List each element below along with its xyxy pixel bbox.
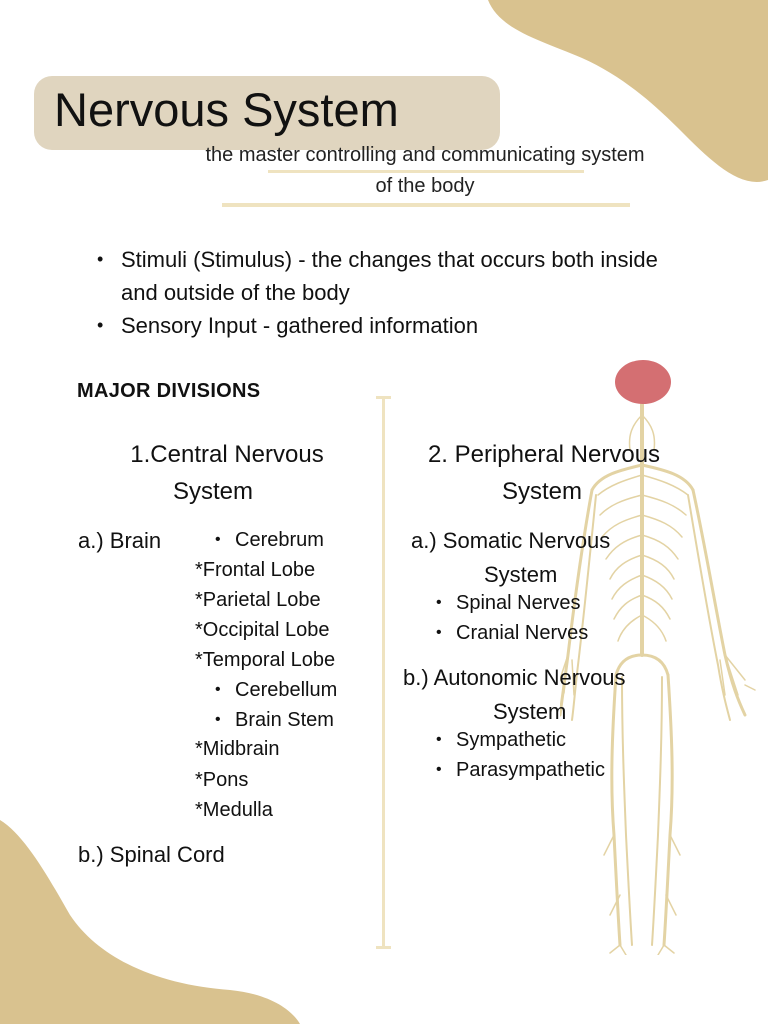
brain-item-pons: *Pons [195,769,249,791]
page-subtitle: the master controlling and communicating… [205,144,645,197]
brain-item-frontal-lobe: *Frontal Lobe [195,559,316,581]
brain-item-midbrain: *Midbrain [195,738,280,760]
pns-heading-line2: System [501,478,582,505]
somatic-item-spinal-nerves: Spinal Nerves [436,588,580,618]
cns-heading-line2: System [172,478,253,505]
pns-heading-line1: 2. Peripheral Nervous [427,441,661,468]
autonomic-heading: b.) Autonomic Nervous [403,665,626,690]
page-title: Nervous System [54,83,399,136]
cns-heading-line1: 1.Central Nervous [130,441,324,468]
brain-item-cerebellum: Cerebellum [215,675,337,705]
spinal-cord-label: b.) Spinal Cord [78,842,225,867]
autonomic-item-sympathetic: Sympathetic [436,725,566,755]
somatic-item-cranial-nerves: Cranial Nerves [436,618,588,648]
brain-item-cerebrum: Cerebrum [215,525,324,555]
autonomic-heading-line2: System [493,699,567,724]
brain-item-temporal-lobe: *Temporal Lobe [195,649,336,671]
column-divider [376,396,391,949]
title-highlight [34,76,500,150]
brain-icon [615,360,671,404]
brain-item-brain-stem: Brain Stem [215,705,334,735]
definition-list: Stimuli (Stimulus) - the changes that oc… [97,243,697,342]
nervous-system-figure-icon [560,360,756,955]
decorative-blob-bottom-left [0,820,300,1024]
subtitle-underline [268,170,584,173]
definition-sensory-input: Sensory Input - gathered information [97,309,697,342]
brain-item-occipital-lobe: *Occipital Lobe [195,619,330,641]
brain-item-parietal-lobe: *Parietal Lobe [195,589,321,611]
definition-stimuli: Stimuli (Stimulus) - the changes that oc… [97,243,697,309]
brain-label: a.) Brain [78,528,162,553]
decorative-blob-top-right [488,0,768,182]
brain-item-medulla: *Medulla [195,799,273,821]
somatic-heading: a.) Somatic Nervous [411,528,611,553]
section-heading: MAJOR DIVISIONS [77,380,261,402]
somatic-heading-line2: System [484,562,558,587]
autonomic-item-parasympathetic: Parasympathetic [436,755,605,785]
subtitle-underline [222,203,630,207]
